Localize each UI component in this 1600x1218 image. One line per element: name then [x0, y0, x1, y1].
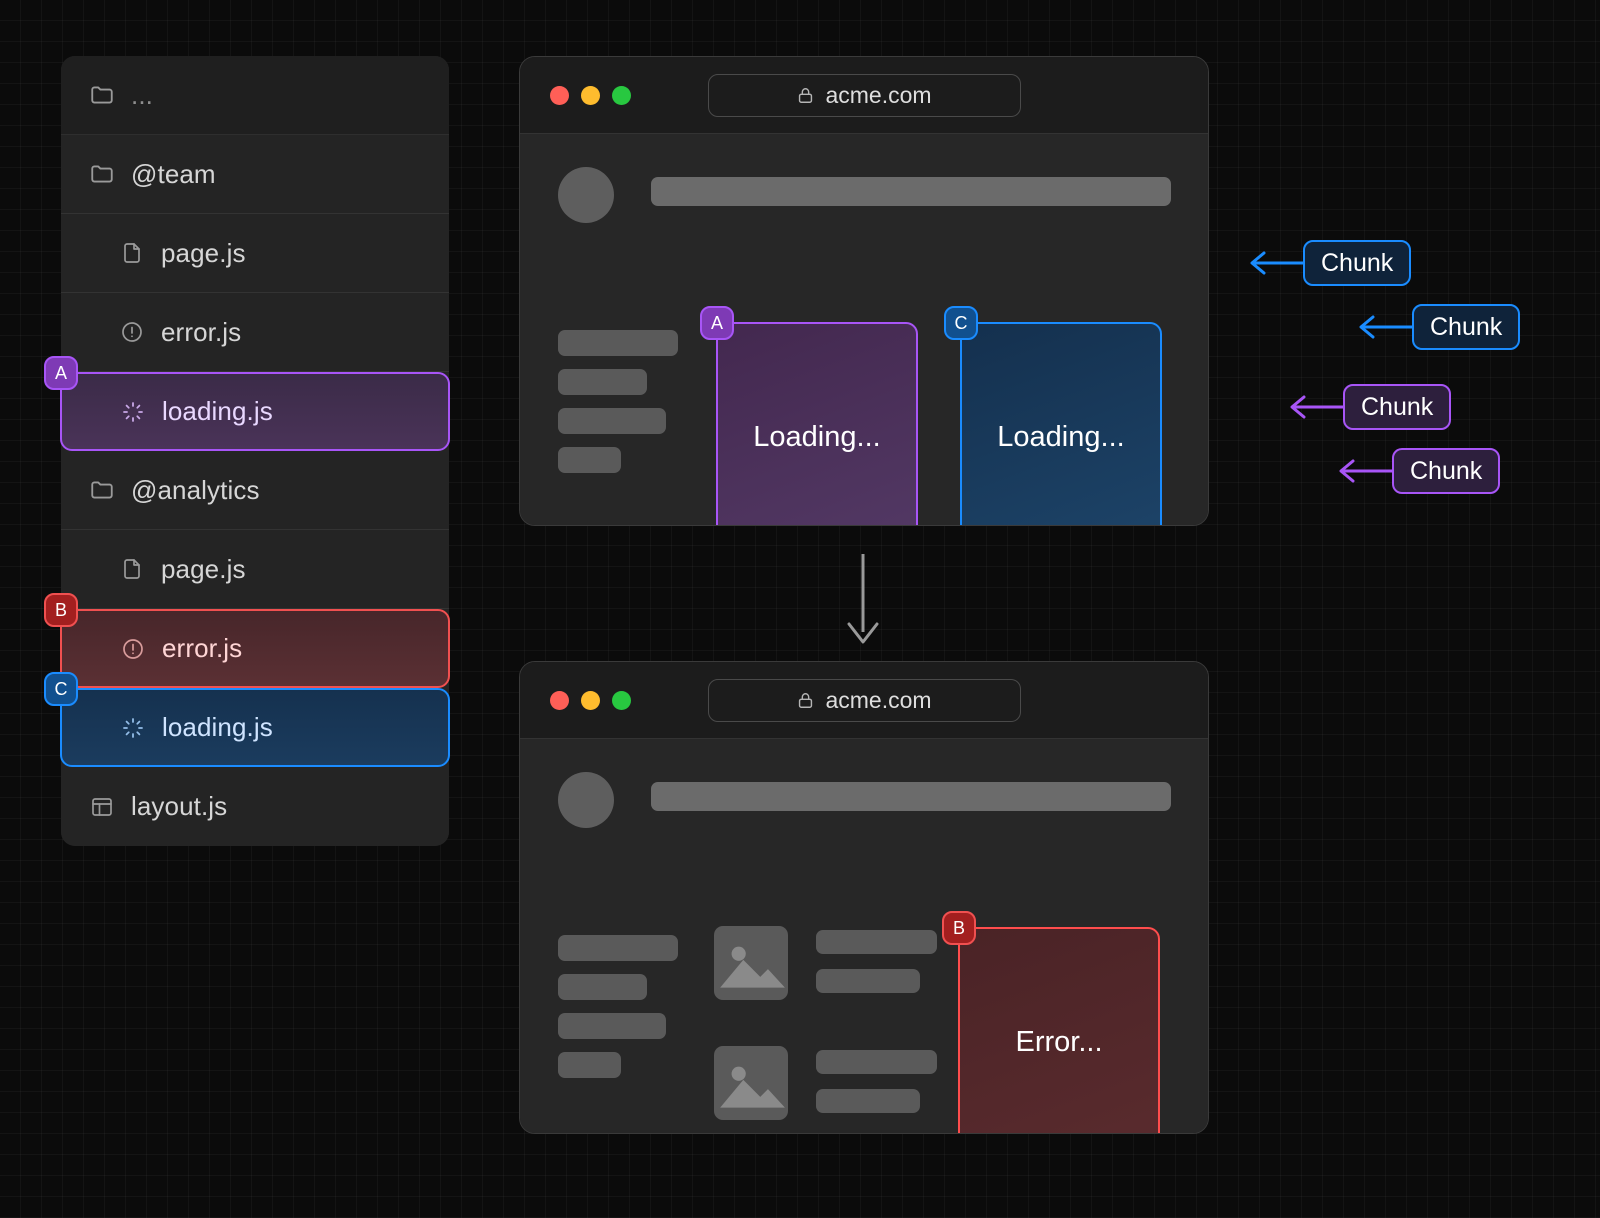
- tree-row-label: @team: [131, 158, 216, 189]
- slot-card-c: C Loading...: [944, 306, 1162, 525]
- chunk-text: Chunk: [1410, 456, 1483, 485]
- feed-skeleton-1a: [816, 930, 937, 954]
- tree-row-team-loading[interactable]: A loading.js: [44, 356, 450, 451]
- tree-row-team-error[interactable]: error.js: [61, 293, 449, 372]
- browser-window-error: acme.com: [519, 661, 1209, 1134]
- tree-row-team-folder[interactable]: @team: [61, 135, 449, 214]
- feed-skeleton-1b: [816, 969, 920, 993]
- url-text: acme.com: [825, 686, 932, 713]
- chunk-label-1: Chunk: [1303, 240, 1412, 286]
- chunk-arrow-4: [1339, 459, 1399, 483]
- chunk-arrow-2: [1359, 315, 1419, 339]
- badge-c: C: [44, 672, 78, 706]
- page-content-top: A Loading... C Loading...: [520, 134, 1208, 525]
- header-skeleton-bar: [651, 782, 1171, 811]
- layout-panel-icon: [87, 792, 117, 822]
- minimize-button[interactable]: [581, 85, 600, 105]
- tree-row-label: error.js: [162, 633, 243, 663]
- address-bar[interactable]: acme.com: [707, 73, 1021, 117]
- feed-skeleton-2a: [816, 1050, 937, 1074]
- folder-icon: [87, 159, 117, 189]
- chunk-text: Chunk: [1361, 392, 1434, 421]
- address-bar[interactable]: acme.com: [707, 678, 1021, 722]
- tree-row-analytics-error[interactable]: B error.js: [44, 593, 450, 688]
- lock-icon: [796, 86, 815, 105]
- down-arrow-icon: [847, 554, 879, 644]
- folder-icon: [87, 80, 117, 110]
- feed-skeleton-2b: [816, 1089, 920, 1113]
- tree-row-team-page[interactable]: page.js: [61, 214, 449, 293]
- tree-row-analytics-folder[interactable]: @analytics: [61, 451, 449, 530]
- chunk-arrow-3: [1290, 395, 1350, 419]
- browser-titlebar: acme.com: [520, 662, 1208, 739]
- sidebar-skeleton-3: [558, 408, 666, 434]
- tree-row-label: loading.js: [162, 396, 273, 426]
- alert-circle-icon: [118, 634, 148, 664]
- lock-icon: [796, 691, 815, 710]
- chunk-text: Chunk: [1430, 312, 1503, 341]
- avatar: [558, 772, 614, 828]
- badge-c: C: [944, 306, 978, 340]
- sidebar-skeleton-2: [558, 974, 647, 1000]
- tree-row-analytics-page[interactable]: page.js: [61, 530, 449, 609]
- badge-b: B: [44, 593, 78, 627]
- badge-a: A: [700, 306, 734, 340]
- chunk-arrow-1: [1250, 251, 1310, 275]
- sidebar-skeleton-1: [558, 935, 678, 961]
- loader-icon: [118, 397, 148, 427]
- image-placeholder: [714, 1046, 788, 1120]
- chunk-text: Chunk: [1321, 248, 1394, 277]
- traffic-lights: [550, 690, 631, 710]
- slot-card-b: B Error...: [942, 911, 1160, 1133]
- sidebar-skeleton-2: [558, 369, 647, 395]
- card-label: Error...: [1015, 1026, 1103, 1058]
- header-skeleton-bar: [651, 177, 1171, 206]
- minimize-button[interactable]: [581, 690, 600, 710]
- image-placeholder: [714, 926, 788, 1000]
- page-content-bottom: B Error...: [520, 739, 1208, 1133]
- sidebar-skeleton-4: [558, 1052, 621, 1078]
- file-tree-panel: ... @team page.js error.js A loadi: [44, 56, 450, 846]
- card-label: Loading...: [997, 421, 1125, 453]
- browser-window-loading: acme.com A Loading... C Loading...: [519, 56, 1209, 526]
- chunk-label-2: Chunk: [1412, 304, 1521, 350]
- tree-row-analytics-loading[interactable]: C loading.js: [44, 672, 450, 767]
- tree-row-label: page.js: [161, 553, 246, 584]
- badge-b: B: [942, 911, 976, 945]
- tree-row-layout[interactable]: layout.js: [61, 767, 449, 846]
- close-button[interactable]: [550, 690, 569, 710]
- chunk-label-3: Chunk: [1343, 384, 1452, 430]
- loader-icon: [118, 713, 148, 743]
- zoom-button[interactable]: [612, 690, 631, 710]
- tree-row-label: ...: [131, 79, 153, 110]
- tree-row-ellipsis[interactable]: ...: [61, 56, 449, 135]
- url-text: acme.com: [825, 81, 932, 108]
- sidebar-skeleton-1: [558, 330, 678, 356]
- sidebar-skeleton-3: [558, 1013, 666, 1039]
- tree-row-label: @analytics: [131, 474, 260, 505]
- sidebar-skeleton-4: [558, 447, 621, 473]
- traffic-lights: [550, 85, 631, 105]
- file-icon: [117, 238, 147, 268]
- tree-row-label: page.js: [161, 237, 246, 268]
- card-label: Loading...: [753, 421, 881, 453]
- browser-titlebar: acme.com: [520, 57, 1208, 134]
- folder-icon: [87, 475, 117, 505]
- slot-card-a: A Loading...: [700, 306, 918, 525]
- close-button[interactable]: [550, 85, 569, 105]
- chunk-label-4: Chunk: [1392, 448, 1501, 494]
- alert-circle-icon: [117, 317, 147, 347]
- avatar: [558, 167, 614, 223]
- file-icon: [117, 554, 147, 584]
- zoom-button[interactable]: [612, 85, 631, 105]
- tree-row-label: layout.js: [131, 791, 228, 821]
- tree-row-label: error.js: [161, 316, 242, 347]
- badge-a: A: [44, 356, 78, 390]
- tree-row-label: loading.js: [162, 712, 273, 742]
